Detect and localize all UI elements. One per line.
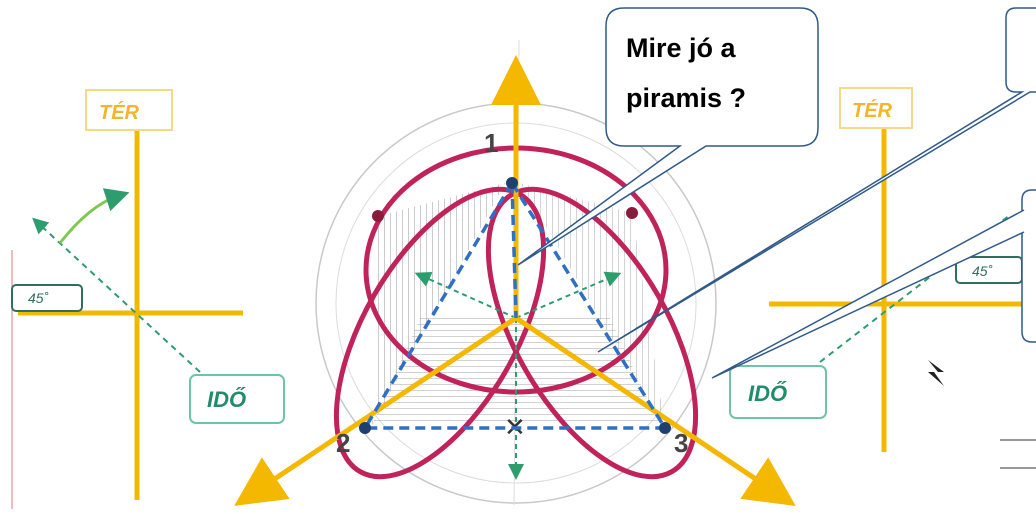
vertex-label-1: 1: [484, 128, 498, 158]
callout-mid-pointer: [711, 209, 1025, 379]
left-time-axis: [32, 217, 201, 373]
vertex-1-dot: [506, 177, 518, 189]
callout-top-bubble: [597, 7, 1036, 353]
right-time-label-box: [729, 365, 827, 419]
callout-question: Mire jó a piramis ?: [517, 7, 819, 266]
green-guides: [414, 271, 622, 480]
left-space-label-box: [85, 89, 173, 131]
pyramid-apex-edge: [510, 182, 518, 319]
axis-down-left: [234, 315, 518, 506]
callout-right-top: [597, 7, 1036, 353]
right-space-label-box: [839, 87, 913, 129]
left-time-label-box: [189, 374, 285, 424]
vertex-2-dot: [359, 422, 371, 434]
right-node: [626, 207, 638, 219]
central-pyramid-figure: ✕ 1 2 3: [234, 39, 796, 506]
left-spacetime-diagram: TÉR 45˚ IDŐ: [11, 89, 285, 500]
callout-line-1: Mire jó a: [626, 33, 737, 63]
pyramid-outline: [361, 179, 669, 430]
cursor-icon: [928, 360, 944, 386]
vertex-label-3: 3: [674, 428, 688, 458]
axis-down-right: [514, 315, 796, 506]
left-angle-label: 45˚: [28, 290, 49, 306]
right-time-label: IDŐ: [748, 381, 787, 406]
right-space-label: TÉR: [852, 99, 893, 122]
yellow-axes: [234, 55, 796, 506]
vertex-3-dot: [659, 422, 671, 434]
hatched-lower-region: [372, 318, 660, 425]
callout-question-bubble: [517, 7, 819, 266]
left-time-label: IDŐ: [207, 387, 246, 412]
left-node: [372, 210, 384, 222]
left-ellipse: [333, 186, 547, 480]
right-spacetime-diagram: TÉR 45˚ IDŐ: [729, 87, 1036, 469]
callout-mid-bubble: [1021, 189, 1036, 343]
left-rotation-arrow: [58, 188, 130, 244]
left-angle-box: [11, 284, 83, 312]
callout-right-mid: [711, 189, 1036, 379]
callout-line-2: piramis ?: [626, 83, 746, 113]
vertex-label-2: 2: [336, 428, 350, 458]
guide-left: [414, 271, 517, 319]
right-angle-label: 45˚: [972, 263, 993, 279]
right-ellipse: [485, 186, 699, 480]
left-space-label: TÉR: [99, 101, 140, 124]
pyramid-triangle: [361, 179, 669, 430]
